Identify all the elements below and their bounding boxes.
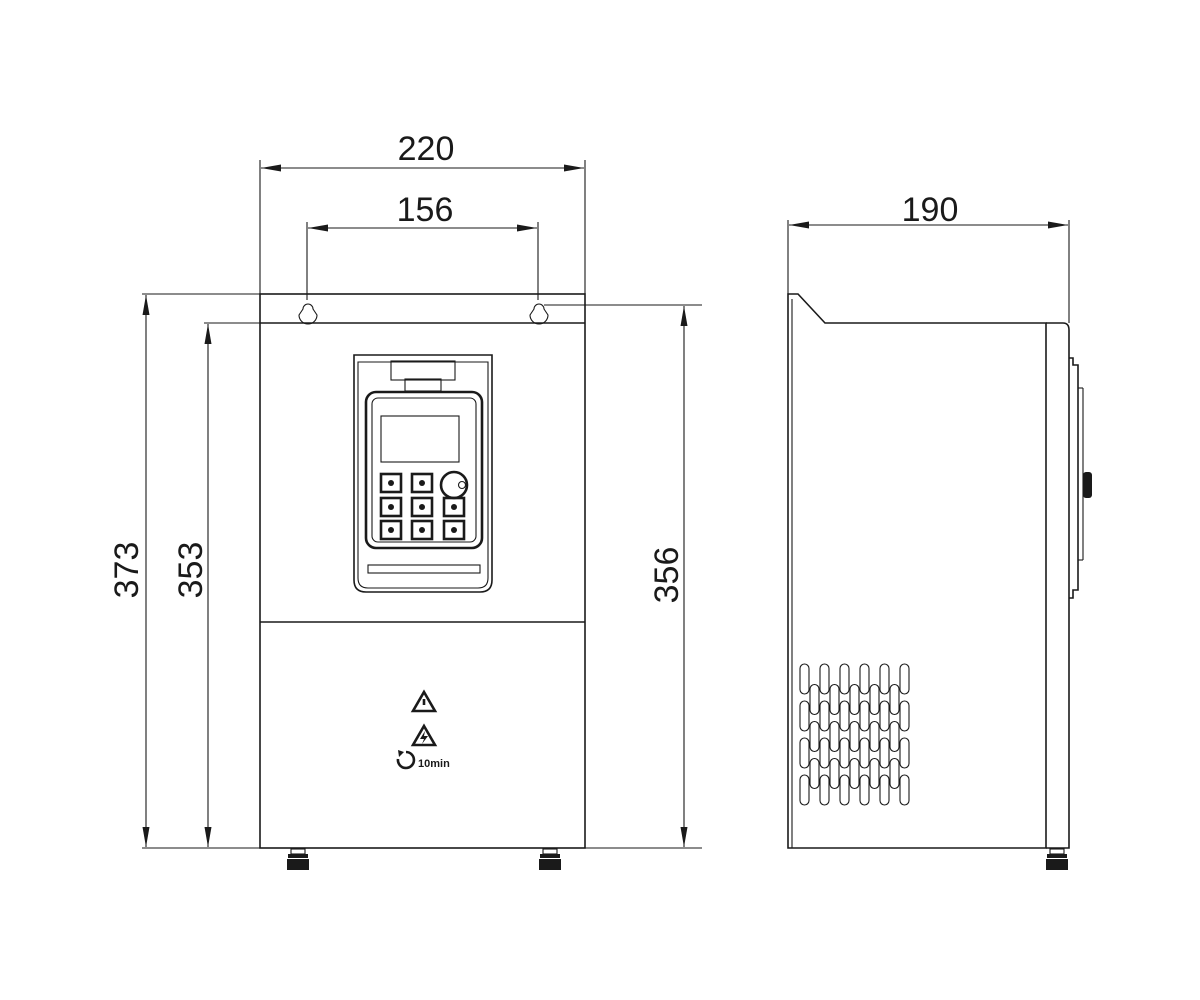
dimension-side-depth-label: 190	[902, 191, 959, 229]
discharge-timer-icon	[396, 750, 416, 770]
dimension-front-width: 220	[259, 130, 586, 294]
vent-slot	[859, 663, 870, 695]
vent-slot	[899, 774, 910, 806]
dimension-front-width-label: 220	[398, 130, 455, 168]
dimension-body-height-label: 353	[172, 542, 210, 599]
discharge-time-label: 10min	[418, 758, 450, 770]
vent-slot	[899, 663, 910, 695]
vent-slot	[839, 774, 850, 806]
vent-slot	[899, 737, 910, 769]
side-front-cover	[1046, 322, 1070, 849]
vent-slot	[819, 663, 830, 695]
vent-slot	[819, 774, 830, 806]
dimension-overall-height-label: 373	[108, 542, 146, 599]
vent-slot	[869, 683, 880, 716]
vent-slot	[889, 720, 900, 753]
dimension-body-height: 353	[172, 322, 260, 847]
vent-slot	[799, 774, 810, 806]
dimension-side-depth: 190	[787, 191, 1070, 323]
high-voltage-warning-icon	[410, 723, 438, 747]
keypad-button-row-2	[379, 496, 466, 518]
side-knob	[1083, 472, 1092, 498]
vent-slot	[799, 663, 810, 695]
vent-slot	[839, 737, 850, 769]
vent-slot	[809, 757, 820, 790]
vent-slot	[829, 683, 840, 716]
keypad-button-row-1	[379, 472, 434, 494]
keypad-knob	[439, 470, 469, 500]
vent-slot	[819, 700, 830, 732]
keypad-panel	[353, 354, 493, 593]
vent-slot	[869, 757, 880, 790]
vent-slot	[849, 720, 860, 753]
vent-slot	[889, 757, 900, 790]
side-keypad-bump	[1069, 357, 1079, 599]
vent-slot	[859, 700, 870, 732]
front-view: 10min	[259, 293, 586, 870]
vent-slot	[879, 737, 890, 769]
front-body-outline	[259, 293, 586, 849]
vent-slot	[869, 720, 880, 753]
vent-slot	[889, 683, 900, 716]
dimension-mount-hole-spacing: 156	[306, 191, 539, 300]
vent-slot	[859, 774, 870, 806]
vent-slot	[829, 757, 840, 790]
vent-slot	[839, 700, 850, 732]
vent-slot	[849, 683, 860, 716]
vent-slot	[809, 683, 820, 716]
vent-slot	[839, 663, 850, 695]
side-ventilation-slots	[799, 663, 910, 806]
front-left-foot	[287, 848, 309, 870]
vent-slot	[799, 700, 810, 732]
dimension-mount-height: 356	[544, 304, 702, 849]
vent-slot	[899, 700, 910, 732]
vent-slot	[819, 737, 830, 769]
left-mount-hole	[298, 303, 318, 325]
side-body-outline	[787, 293, 1047, 849]
side-foot	[1046, 848, 1068, 870]
dimension-overall-height: 373	[108, 293, 260, 849]
keypad-lcd-screen	[380, 415, 460, 463]
keypad-clip	[404, 378, 442, 392]
front-right-foot	[539, 848, 561, 870]
vent-slot	[849, 757, 860, 790]
keypad-top-slot	[390, 360, 456, 381]
dimension-mount-hole-spacing-label: 156	[397, 191, 454, 229]
warning-triangle-icon	[410, 689, 438, 713]
vent-slot	[859, 737, 870, 769]
right-mount-hole	[529, 303, 549, 325]
keypad-bottom-slot	[367, 564, 481, 574]
vent-slot	[809, 720, 820, 753]
vent-slot	[799, 737, 810, 769]
vent-slot	[879, 700, 890, 732]
vent-slot	[879, 774, 890, 806]
side-view	[787, 293, 1092, 870]
vent-slot	[879, 663, 890, 695]
dimension-mount-height-label: 356	[648, 547, 686, 604]
keypad-button-row-3	[379, 519, 466, 541]
vent-slot	[829, 720, 840, 753]
